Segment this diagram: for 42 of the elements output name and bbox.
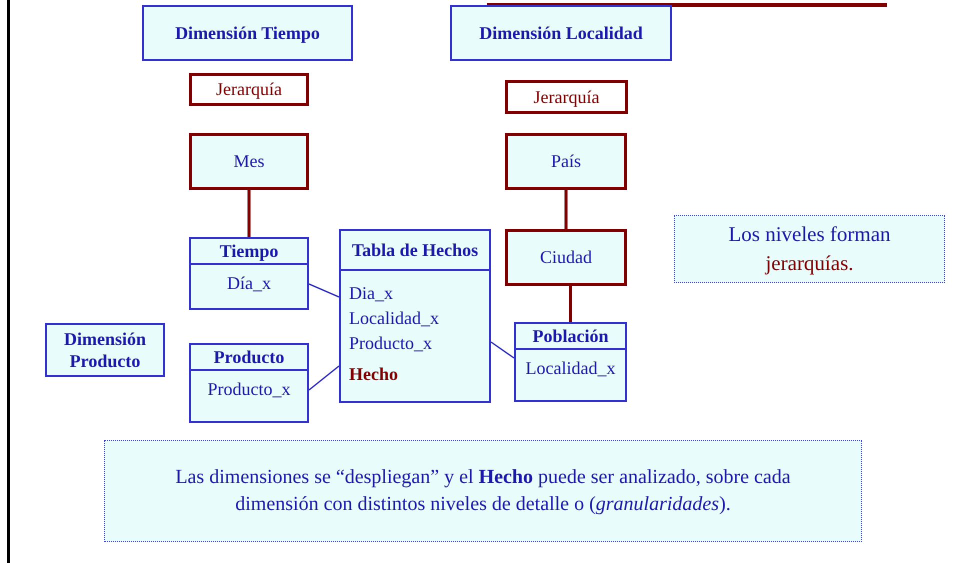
dimension-title: Dimensión Producto xyxy=(62,328,147,372)
connector-line xyxy=(308,366,340,390)
dimension-title: Dimensión Tiempo xyxy=(175,22,320,44)
table-header: Producto xyxy=(214,346,284,368)
key-field: Producto_x xyxy=(208,377,290,402)
key-field: Producto_x xyxy=(349,331,432,356)
table-box xyxy=(189,237,309,310)
level-box xyxy=(505,229,627,286)
table-header: Población xyxy=(532,324,608,348)
connector-line xyxy=(490,341,514,359)
note-box xyxy=(104,440,862,542)
table-header: Tiempo xyxy=(220,240,278,262)
connector-line xyxy=(308,283,340,298)
hierarchy-box xyxy=(189,73,309,106)
key-field: Dia_x xyxy=(349,281,393,306)
connector-line xyxy=(248,190,250,237)
level-label: Ciudad xyxy=(540,246,592,269)
hierarchy-label: Jerarquía xyxy=(216,78,282,101)
level-label: País xyxy=(550,150,581,173)
key-field: Localidad_x xyxy=(349,306,439,331)
dimension-box xyxy=(142,5,353,61)
dimension-box xyxy=(45,323,165,377)
note-text: jerarquías. xyxy=(765,250,854,277)
note-text: Los niveles forman xyxy=(728,221,891,248)
connector-line xyxy=(564,190,568,229)
table-box xyxy=(514,322,627,402)
level-label: Mes xyxy=(234,150,264,173)
level-box xyxy=(505,133,627,190)
note-text: Las dimensiones se “despliegan” y el Hecho puede ser analizado, sobre cada dimensión con distintos niveles de detalle o (granularidades). xyxy=(174,464,792,517)
dimension-title: Dimensión Localidad xyxy=(479,22,643,44)
dimension-box xyxy=(450,5,672,61)
connector-line xyxy=(569,286,572,322)
level-box xyxy=(189,133,309,190)
fact-table-box xyxy=(339,229,491,403)
hierarchy-label: Jerarquía xyxy=(534,86,600,109)
table-box xyxy=(189,343,309,423)
key-field: Día_x xyxy=(227,271,271,296)
table-header: Tabla de Hechos xyxy=(352,238,478,262)
note-box xyxy=(674,215,945,283)
key-field: Localidad_x xyxy=(526,356,616,381)
hierarchy-box xyxy=(505,80,628,114)
measure-field: Hecho xyxy=(349,362,398,387)
